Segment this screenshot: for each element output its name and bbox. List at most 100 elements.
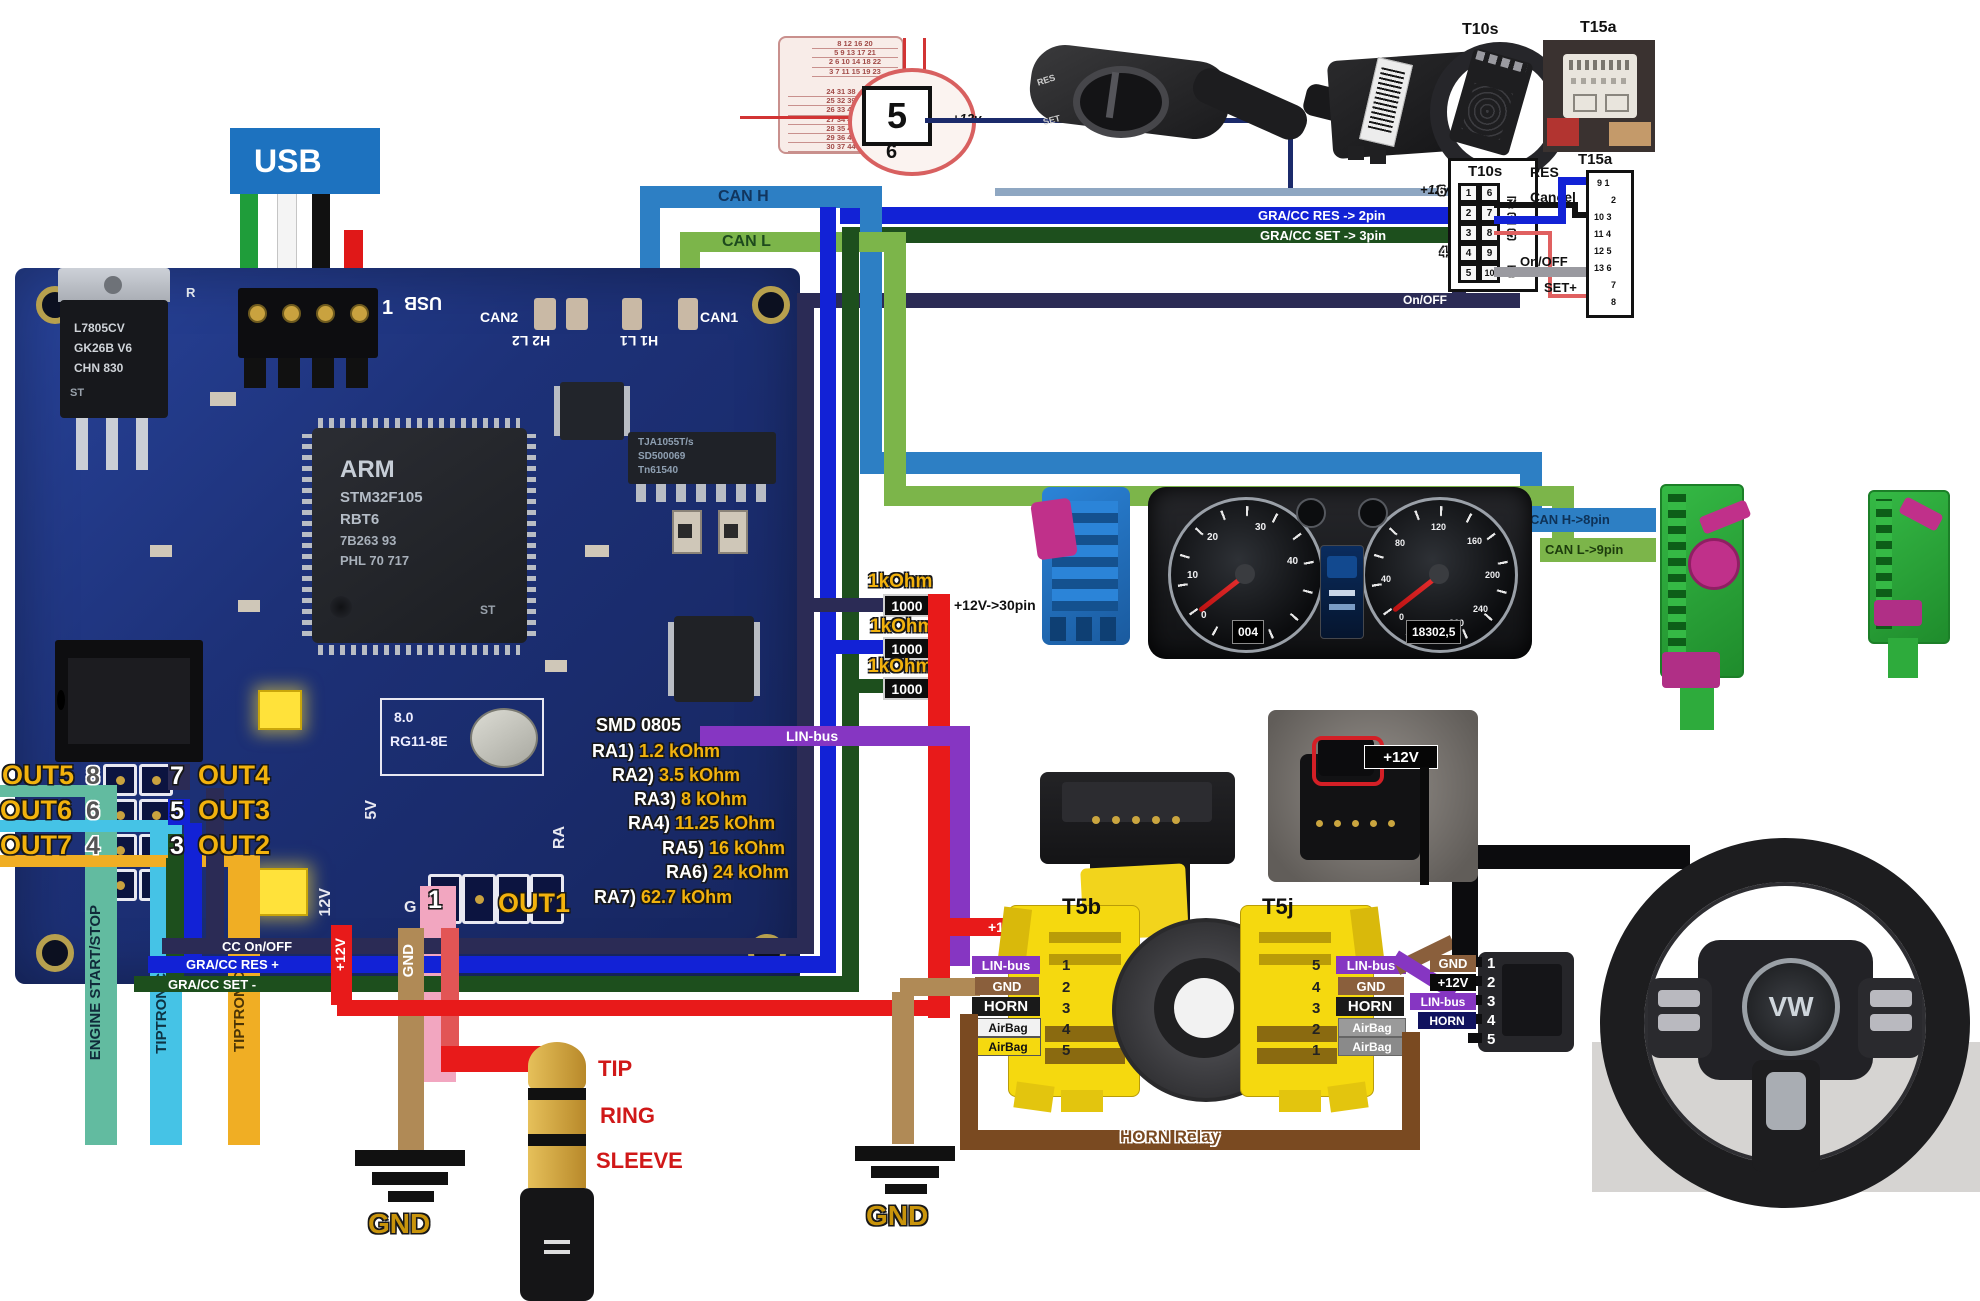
mcu-dimple (330, 596, 352, 618)
t15a-row: 2 (1611, 195, 1617, 205)
gauge-number: 80 (1395, 538, 1406, 548)
t5j-label: T5j (1262, 894, 1294, 919)
t5j-pin-number: 5 (1312, 957, 1321, 974)
silk-g: G (404, 899, 417, 916)
out2-pin: 3 (170, 832, 184, 860)
can-l-wire (680, 232, 906, 252)
setplus-wire (1548, 231, 1552, 298)
dip-socket (55, 640, 203, 762)
can-h-wire (640, 186, 882, 208)
regulator-marking: CHN 830 (74, 361, 124, 375)
res-riser-wire (820, 207, 836, 967)
ra-header-pad (530, 874, 564, 924)
t15a-row: 10 3 (1594, 212, 1612, 222)
t5b-pin-number: 4 (1062, 1021, 1071, 1038)
cluster-green-connector-photo (1652, 480, 1752, 730)
cluster-center-display (1320, 545, 1364, 639)
fuse-callout-line (740, 116, 862, 119)
crystal-can (470, 708, 538, 768)
smd-cap (585, 545, 609, 557)
fusebox-lower-table: 24 31 38 25 32 39 26 33 40 27 34 41 28 3… (788, 87, 894, 153)
regulator-leg (136, 418, 148, 470)
t15a-diagram-box: 9 1 2 10 3 11 4 12 5 13 6 7 8 (1586, 170, 1634, 318)
sleeve-label: SLEEVE (596, 1148, 683, 1173)
res-wire (1558, 177, 1566, 224)
ra2-row: RA2) 3.5 kOhm (612, 765, 741, 785)
t5b-airbag-label-2: AirBag (975, 1037, 1041, 1056)
out2-label: OUT2 (198, 830, 271, 860)
mcu-marking: 7B263 93 (340, 533, 397, 548)
cluster-mini-gauge (1358, 498, 1388, 528)
st-logo: ST (70, 387, 85, 399)
vw-badge: VW (1742, 958, 1840, 1056)
horn-relay-label: HORN Relay (1120, 1127, 1221, 1146)
smd-resistor (718, 510, 748, 554)
mcu-marking: RBT6 (340, 511, 380, 528)
silk-5v: 5V (363, 800, 380, 820)
st-logo: ST (480, 603, 496, 617)
cancel-wire (1572, 212, 1588, 218)
wheel-gnd-label: GND (1430, 955, 1476, 972)
t10s-ext-6: 6 (1438, 183, 1446, 198)
resistor-1kohm-label: 1kOhm (868, 571, 933, 592)
silk-pin1: 1 (382, 297, 394, 319)
ground-symbol-left (388, 1191, 434, 1202)
vw-logo: VW (1768, 991, 1814, 1022)
can1-pad (622, 298, 642, 330)
onoff-band: On/OFF (805, 293, 1520, 308)
fuse-row: 5 9 13 17 21 (812, 49, 898, 59)
t10s-pin-9: 9 (1479, 243, 1500, 263)
stalk-set-label: SET (1041, 113, 1062, 127)
cancel-wire (1494, 202, 1578, 208)
lin-bus-wire (950, 726, 970, 966)
odometer-right: 18302,5 (1406, 620, 1462, 644)
gauge-number: 10 (1187, 570, 1199, 581)
plus12v-fuse-wire (1288, 118, 1293, 192)
can1-pad (678, 298, 698, 330)
can2-pad (534, 298, 556, 330)
wheel-pin-number: 3 (1487, 993, 1496, 1010)
t5b-gnd-label: GND (975, 977, 1039, 995)
gnd-left-label: GND (368, 1208, 431, 1239)
resistor-tap-navy (813, 598, 885, 612)
t5j-horn-label: HORN (1336, 997, 1404, 1016)
t5j-pin-number: 3 (1312, 1000, 1321, 1017)
t15a-row: 12 5 (1594, 246, 1612, 256)
out4-wire (206, 788, 224, 948)
fusebox-upper-table: 8 12 16 20 5 9 13 17 21 2 6 10 14 18 22 … (812, 39, 898, 77)
steering-wheel-lower-trim (1766, 1072, 1806, 1130)
t5j-airbag-label-2: AirBag (1338, 1037, 1406, 1056)
yellow-led (252, 868, 308, 916)
wheel-connector-pin (1468, 1033, 1482, 1043)
t15a-row: 13 6 (1594, 263, 1612, 273)
gnd-brown-horizontal (900, 978, 980, 996)
resistor-value: 1000 (891, 597, 923, 614)
setplus-label: SET+ (1544, 280, 1577, 295)
engine-start-stop-label: ENGINE START/STOP (87, 905, 104, 1061)
t5b-pin-number: 3 (1062, 1000, 1071, 1017)
setplus-wire (1548, 294, 1588, 298)
t10s-pin-6: 6 (1479, 183, 1500, 203)
t15a-row: 9 1 (1597, 178, 1610, 188)
setplus-wire (1494, 231, 1552, 235)
mcu-chip: ARM STM32F105 RBT6 7B263 93 PHL 70 717 S… (312, 428, 527, 643)
chip-pins (636, 484, 770, 502)
regulator-marking: GK26B V6 (74, 341, 133, 355)
plus12v-wire (995, 188, 1472, 196)
mounting-hole (752, 286, 790, 324)
regulator-leg (76, 418, 88, 470)
mcu-marking: PHL 70 717 (340, 553, 410, 568)
ra3-row: RA3) 8 kOhm (634, 789, 748, 809)
wheel-horn-label: HORN (1418, 1012, 1476, 1029)
usb-label-box: USB (230, 128, 380, 194)
smd-cap (150, 545, 172, 557)
cancel-wire (1572, 202, 1578, 218)
out6-label: OUT6 (0, 795, 73, 825)
out3-wire (184, 823, 202, 963)
t15a-row: 8 (1611, 297, 1617, 307)
fuse-5-box: 5 (862, 86, 932, 146)
res-label: RES (1530, 164, 1559, 180)
out4-label: OUT4 (198, 760, 271, 790)
can-l-9pin-label: CAN L->9pin (1545, 542, 1624, 557)
wheel-pin-number: 4 (1487, 1012, 1496, 1029)
